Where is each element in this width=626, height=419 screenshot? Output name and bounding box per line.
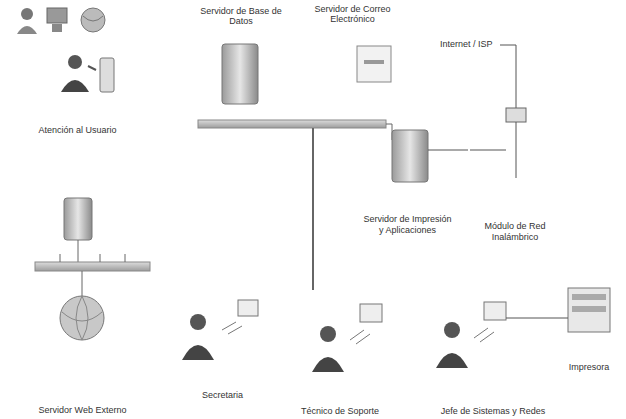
network-label: Internet / ISP xyxy=(438,39,495,49)
node-label: Servidor de Correo Electrónico xyxy=(300,4,405,25)
web-server-group xyxy=(35,198,150,340)
node-label: Técnico de Soporte xyxy=(299,406,381,416)
station-tecnico xyxy=(312,304,382,372)
web-server: Servidor Web Externo xyxy=(25,195,140,415)
printer: Impresora xyxy=(562,282,616,372)
node-label: Atención al Usuario xyxy=(36,125,118,135)
node-label: Secretaria xyxy=(200,390,245,400)
server-icon xyxy=(222,44,258,104)
user-support: Atención al Usuario xyxy=(30,50,125,135)
node-label: Servidor de Impresión y Aplicaciones xyxy=(360,214,455,235)
station-jefe xyxy=(436,302,556,368)
network-link xyxy=(556,318,562,319)
icon-row xyxy=(17,8,105,34)
node-label: Jefe de Sistemas y Redes xyxy=(439,406,548,416)
workstation: Técnico de Soporte xyxy=(285,295,395,416)
backbone-link xyxy=(386,124,392,140)
node-label: Servidor Web Externo xyxy=(37,405,129,415)
mail-server-icon xyxy=(357,46,391,82)
database-server: Servidor de Base de Datos xyxy=(190,6,292,106)
server-wire xyxy=(428,150,455,151)
wireless-module: Módulo de Red Inalámbrico xyxy=(468,100,562,242)
node-label: Servidor de Base de Datos xyxy=(190,6,292,27)
network-link xyxy=(455,150,468,151)
backbone-bar xyxy=(198,120,386,128)
workstation: Jefe de Sistemas y Redes xyxy=(430,292,556,416)
node-label: Módulo de Red Inalámbrico xyxy=(468,221,562,242)
person-phone xyxy=(61,55,114,92)
server-icon xyxy=(392,130,428,182)
application-server: Servidor de Impresión y Aplicaciones xyxy=(360,125,455,235)
station-secretaria xyxy=(182,300,258,360)
mail-server: Servidor de Correo Electrónico xyxy=(300,4,405,84)
workstation: Secretaria xyxy=(175,290,270,400)
printer-icon xyxy=(562,288,610,332)
backbone-drop xyxy=(312,128,314,290)
internet-line xyxy=(500,45,516,108)
wireless-device xyxy=(470,108,526,178)
node-label: Impresora xyxy=(567,362,612,372)
